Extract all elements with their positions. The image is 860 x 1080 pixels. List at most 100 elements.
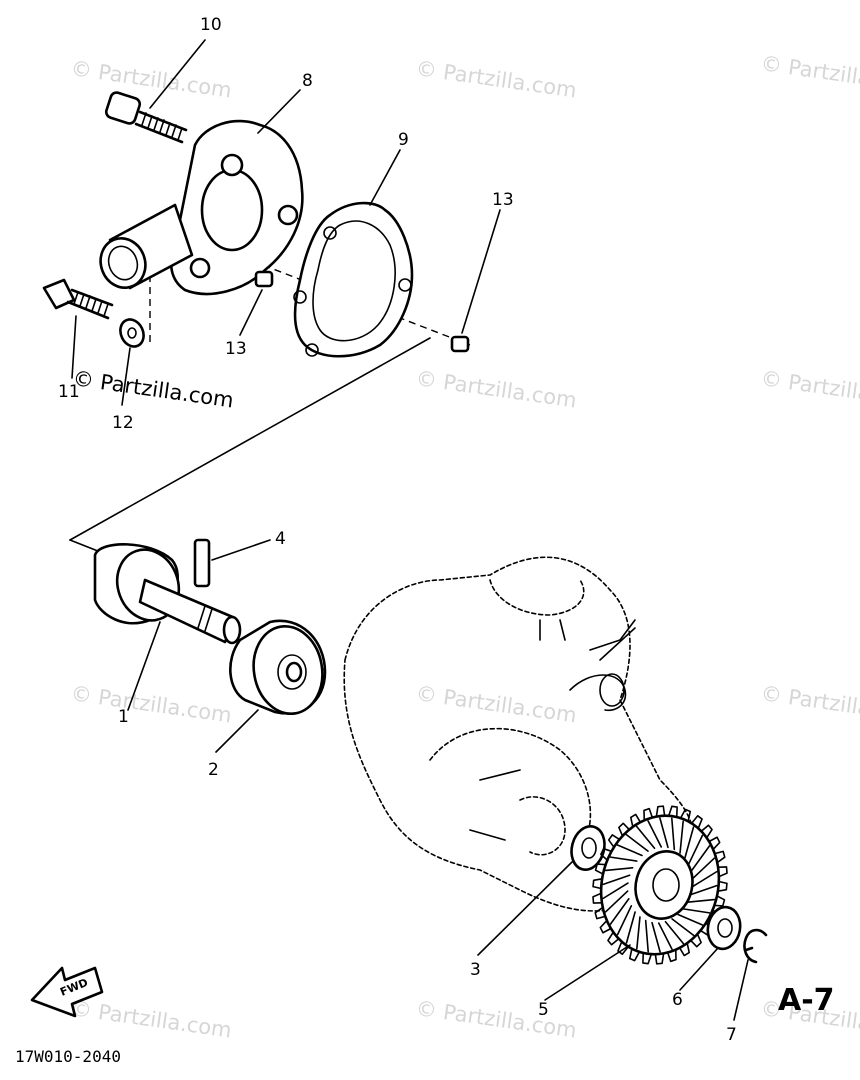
callout-12: 12 <box>112 413 134 433</box>
callout-7: 7 <box>726 1025 737 1045</box>
gear-helix-line <box>689 884 718 896</box>
watermark: © Partzilla.com <box>759 51 860 97</box>
callout-4: 4 <box>275 529 286 549</box>
gear-helix-line <box>609 856 638 862</box>
gear-helix-line <box>690 845 711 873</box>
dowel-pin-left <box>254 270 274 288</box>
gear-tooth <box>717 880 728 892</box>
forward-arrow-icon: FWD <box>30 966 104 1018</box>
callout-11: 11 <box>58 382 80 402</box>
gear-tooth <box>643 807 654 822</box>
crankcase-outline <box>343 556 695 912</box>
callout-6: 6 <box>672 990 683 1010</box>
gear-tooth <box>629 813 642 828</box>
gear-helix-line <box>647 820 663 848</box>
gear-helix-line <box>691 857 716 880</box>
pump-housing <box>99 119 304 296</box>
gear-tooth <box>655 805 666 818</box>
callout-8: 8 <box>302 71 313 91</box>
watermark: © Partzilla.com <box>69 996 233 1042</box>
impeller-shaft <box>93 543 242 645</box>
gear-tooth <box>607 834 621 848</box>
callout-13-right: 13 <box>492 190 514 210</box>
gear-helix-line <box>664 920 685 945</box>
circlip <box>743 928 768 964</box>
callout-1: 1 <box>118 707 129 727</box>
gear-helix-line <box>677 913 704 926</box>
gasket <box>293 201 414 358</box>
gear-tooth <box>592 892 603 904</box>
gear-tooth <box>628 947 641 962</box>
callout-5: 5 <box>538 1000 549 1020</box>
watermark: © Partzilla.com <box>414 681 578 727</box>
bolt-upper <box>104 91 188 144</box>
gear-helix-line <box>659 817 669 849</box>
gear-tooth <box>717 866 728 878</box>
gear-helix-line <box>687 834 704 865</box>
gear-tooth <box>654 952 665 965</box>
gear-tooth <box>618 822 631 837</box>
gear-tooth <box>607 931 620 946</box>
bolt-lower <box>42 278 114 320</box>
gear-tooth <box>689 933 702 948</box>
gear-helix-line <box>671 918 695 937</box>
gear-tooth <box>617 940 630 955</box>
washer-small <box>119 318 145 348</box>
gear-helix-line <box>657 922 673 950</box>
watermark: © Partzilla.com <box>414 56 578 102</box>
gear-tooth <box>679 808 692 823</box>
gear-tooth <box>600 847 613 861</box>
watermark: © Partzilla.com <box>759 366 860 412</box>
gear-helix-line <box>682 908 711 914</box>
pin-straight <box>193 538 211 588</box>
callout-9: 9 <box>398 130 409 150</box>
watermark: © Partzilla.com <box>759 681 860 727</box>
leader-lines <box>71 39 749 1021</box>
gear-helix-line <box>616 905 633 936</box>
gear-tooth <box>667 805 678 818</box>
watermark-primary: © Partzilla.com <box>71 366 235 412</box>
callout-2: 2 <box>208 760 219 780</box>
gear-tooth <box>642 952 653 965</box>
gear-helix-line <box>602 882 629 900</box>
callout-10: 10 <box>200 15 222 35</box>
gear-helix-line <box>604 890 629 913</box>
watermark: © Partzilla.com <box>69 56 233 102</box>
gear-helix-line <box>636 916 641 950</box>
gear-helix-line <box>635 825 656 850</box>
gear-helix-line <box>604 866 634 872</box>
gear-tooth <box>700 824 713 839</box>
reference-label: A-7 <box>778 983 835 1018</box>
gear-tooth <box>599 919 612 934</box>
gear-helix-line <box>609 897 630 925</box>
dowel-pin-right <box>450 335 470 353</box>
gear-helix-line <box>602 874 631 886</box>
gear-tooth <box>690 815 703 830</box>
gear-helix-line <box>616 844 643 857</box>
gear-helix-line <box>625 833 649 852</box>
callout-13-left: 13 <box>225 339 247 359</box>
gear-helix-line <box>644 919 650 953</box>
gear-tooth <box>594 863 607 875</box>
gear-tooth <box>666 948 677 963</box>
watermark: © Partzilla.com <box>414 366 578 412</box>
callouts: 10 8 9 13 13 11 12 4 1 2 3 5 6 7 <box>58 15 737 1045</box>
gear-helix-line <box>651 921 661 953</box>
gear-tooth <box>678 942 691 957</box>
drive-gear <box>592 805 728 965</box>
gear-helix-line <box>670 817 676 851</box>
gear-tooth <box>708 836 721 851</box>
watermark: © Partzilla.com <box>69 681 233 727</box>
oil-seal <box>229 619 327 716</box>
watermark: © Partzilla.com <box>414 996 578 1042</box>
gear-tooth <box>713 895 726 907</box>
gear-helix-line <box>686 898 716 904</box>
gear-tooth <box>594 906 607 920</box>
gear-helix-line <box>625 911 636 944</box>
figure-code: 17W010-2040 <box>15 1047 121 1066</box>
gear-helix-line <box>691 870 718 888</box>
washer-crankcase <box>570 825 606 871</box>
gear-helix-line <box>684 826 695 859</box>
